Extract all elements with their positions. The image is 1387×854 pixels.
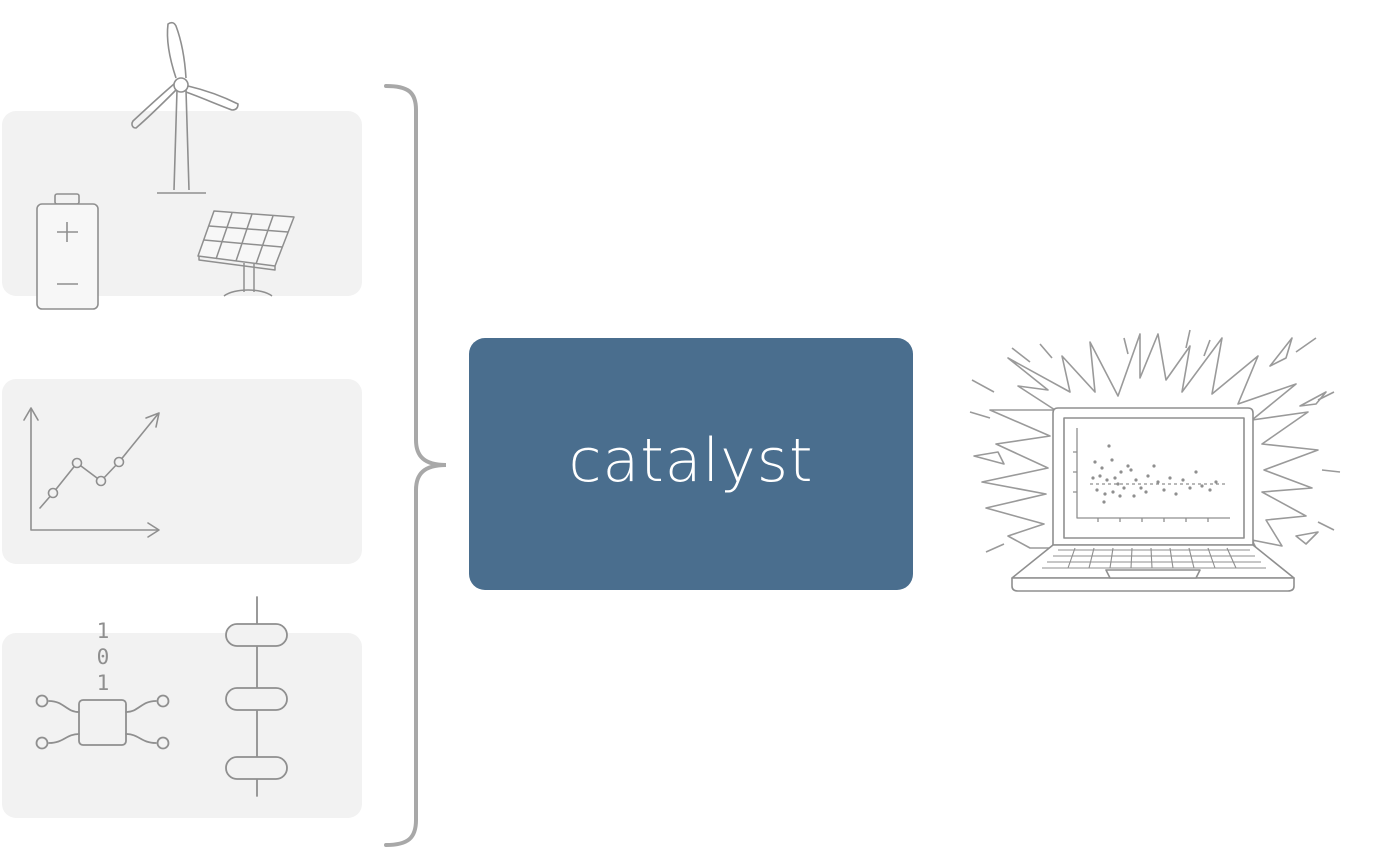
network-stack-icon: [225, 596, 288, 797]
catalyst-label: catalyst: [568, 426, 814, 496]
solar-panel-icon: [197, 210, 295, 297]
wind-turbine-icon: [131, 21, 239, 194]
burst-icon: [969, 329, 1341, 553]
bracket: [384, 84, 447, 847]
laptop-scatterplot-icon: [1011, 407, 1295, 592]
binary-digit: 1: [97, 671, 110, 695]
chip-circuit-icon: [35, 694, 170, 750]
battery-icon: [36, 193, 99, 310]
chart-panel: [2, 379, 362, 564]
binary-digit: 1: [97, 619, 110, 643]
binary-icon: 1 0 1: [97, 619, 110, 695]
binary-digit: 0: [97, 645, 110, 669]
compute-panel: [2, 633, 362, 818]
trend-chart-icon: [23, 407, 160, 538]
catalyst-box: catalyst: [469, 338, 913, 590]
